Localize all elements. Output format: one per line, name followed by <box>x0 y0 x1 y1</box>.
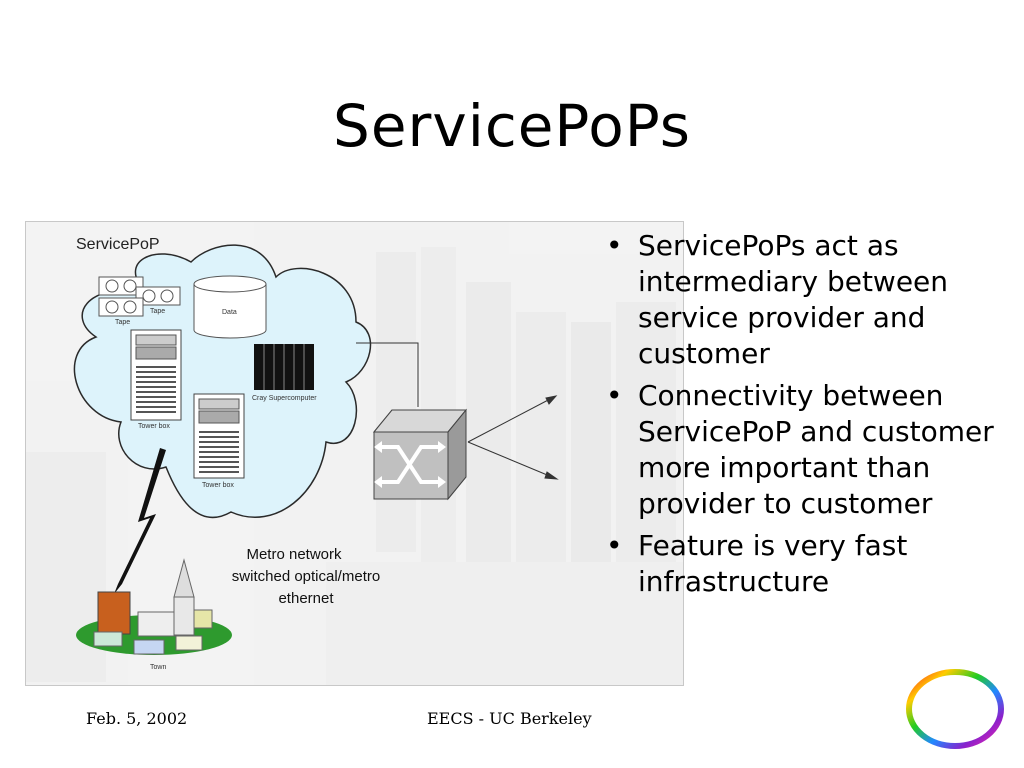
bullet-dot: • <box>606 229 623 262</box>
tape-icon <box>98 276 181 317</box>
tower-label-2: Tower box <box>202 482 234 489</box>
cray-label: Cray Supercomputer <box>252 395 317 402</box>
tape-label-1: Tape <box>150 308 165 315</box>
cloud-label: ServicePoP <box>76 236 160 253</box>
town-icon <box>76 558 232 655</box>
footer-date: Feb. 5, 2002 <box>86 709 188 728</box>
bullet-text: Connectivity between ServicePoP and cust… <box>638 379 994 520</box>
city-background <box>26 222 683 685</box>
link-line <box>356 342 419 407</box>
switch-icon <box>372 408 468 501</box>
output-arrows <box>467 395 559 480</box>
wireless-bolt-icon <box>114 448 166 594</box>
database-icon <box>193 275 267 339</box>
slide-title: ServicePoPs <box>333 92 691 160</box>
metro-line-1: Metro network <box>246 546 342 563</box>
tower-label-1: Tower box <box>138 423 170 430</box>
bullet-item: • Connectivity between ServicePoP and cu… <box>606 378 1006 522</box>
bullet-item: • ServicePoPs act as intermediary betwee… <box>606 228 1006 372</box>
tower-server-icon <box>130 329 182 421</box>
supercomputer-icon <box>254 344 314 390</box>
bullet-list: • ServicePoPs act as intermediary betwee… <box>606 228 1006 606</box>
bullet-dot: • <box>606 379 623 412</box>
bullet-text: Feature is very fast infrastructure <box>638 529 908 598</box>
metro-line-3: ethernet <box>278 590 334 607</box>
rainbow-ring-logo <box>906 669 1004 749</box>
bullet-text: ServicePoPs act as intermediary between … <box>638 229 949 370</box>
servicepop-diagram: ServicePoP Tape Tape Data <box>25 221 684 686</box>
data-label: Data <box>222 309 237 316</box>
tape-label-2: Tape <box>115 319 130 326</box>
bullet-dot: • <box>606 529 623 562</box>
servicepop-cloud <box>73 244 372 519</box>
tower-server-icon-2 <box>193 393 245 479</box>
metro-line-2: switched optical/metro <box>232 568 380 585</box>
bullet-item: • Feature is very fast infrastructure <box>606 528 1006 600</box>
footer-institution: EECS - UC Berkeley <box>427 709 592 728</box>
town-label: Town <box>150 664 166 671</box>
